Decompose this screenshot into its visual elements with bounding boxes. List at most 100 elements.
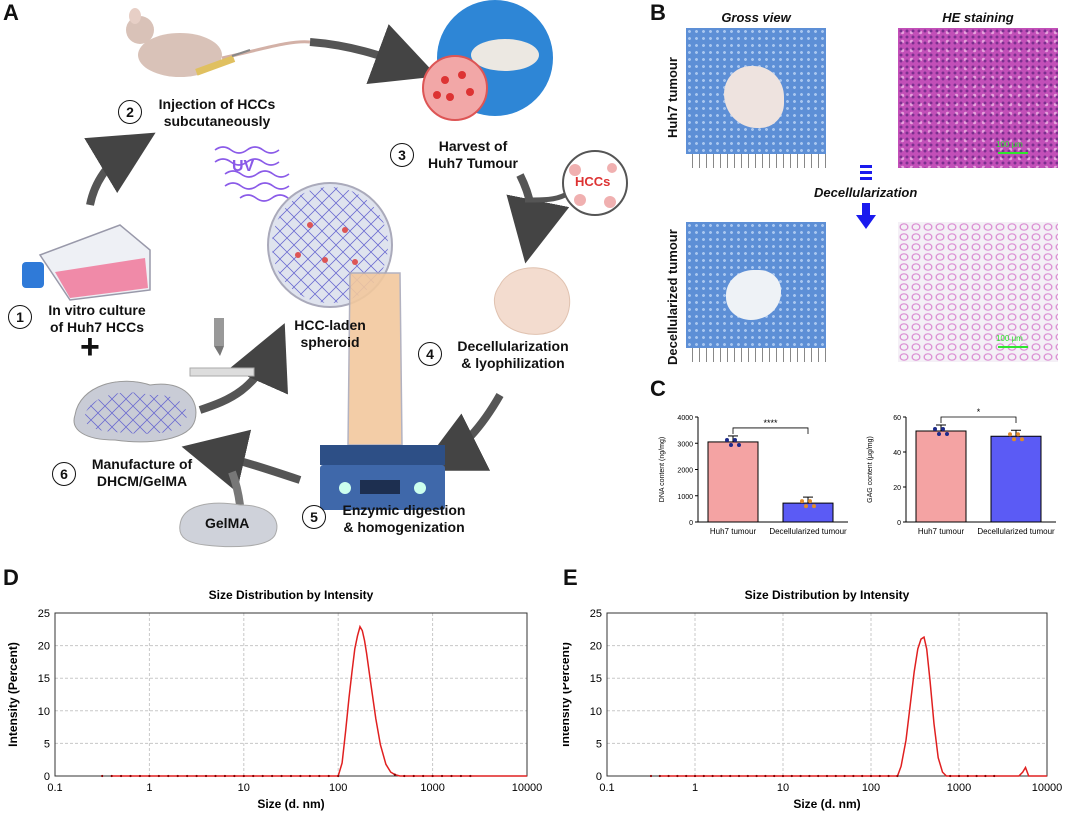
series-line [660, 635, 1047, 777]
y-tick-label: 0 [596, 771, 602, 783]
x-tick-label: 10000 [512, 782, 543, 794]
data-point [1020, 437, 1024, 442]
y-tick-label: 2000 [677, 468, 693, 475]
he-huh7-image: 100 μm [898, 28, 1058, 168]
data-marker [261, 774, 264, 778]
data-marker [817, 774, 820, 778]
data-marker [834, 774, 837, 778]
data-marker [148, 774, 151, 778]
step-6-label: Manufacture of DHCM/GelMA [91, 456, 193, 489]
scale-bar-label: 100 μm [996, 334, 1023, 343]
data-marker [393, 773, 396, 776]
data-marker [327, 774, 330, 778]
data-marker [242, 774, 245, 778]
data-point [729, 442, 733, 447]
x-tick-label: Decellularized tumour [977, 527, 1055, 536]
data-marker [720, 774, 723, 778]
y-tick-label: 25 [590, 608, 602, 620]
data-marker [186, 774, 189, 778]
gross-view-huh7-photo [686, 28, 826, 168]
data-marker [887, 774, 890, 778]
data-marker [975, 774, 978, 778]
data-marker [214, 774, 217, 778]
arrow-3-to-4 [506, 173, 570, 264]
gelma-blob-icon [179, 502, 278, 548]
he-decell-image: 100 μm [898, 222, 1058, 362]
arrow-6-to-spheroid [198, 323, 288, 414]
dhcm-gelma-blob-icon [73, 380, 197, 443]
data-marker [337, 774, 340, 778]
data-marker [896, 774, 899, 778]
data-marker [984, 774, 987, 778]
data-marker [422, 774, 425, 778]
data-marker [252, 774, 255, 778]
data-point [733, 437, 737, 442]
y-axis-label: DNA content (ng/mg) [659, 437, 666, 502]
significance-label: **** [763, 418, 778, 428]
bioprinter-icon [189, 318, 255, 377]
step-1-number: 1 [8, 305, 32, 329]
data-marker [431, 774, 434, 778]
y-tick-label: 5 [44, 738, 50, 750]
x-tick-label: 1000 [947, 782, 971, 794]
y-axis-label: Intensity (Percent) [563, 642, 572, 747]
step-4-label: Decellularization & lyophilization [457, 338, 569, 371]
data-marker [271, 774, 274, 778]
uv-waves-icon [214, 146, 305, 202]
data-point [941, 427, 945, 431]
step-6-number: 6 [52, 462, 76, 486]
data-marker [176, 774, 179, 778]
y-tick-label: 15 [590, 673, 602, 685]
data-marker [658, 774, 661, 778]
significance-label: * [977, 407, 981, 417]
y-tick-label: 4000 [677, 415, 693, 422]
data-marker [729, 774, 732, 778]
data-marker [129, 774, 132, 778]
step-5-label: Enzymic digestion & homogenization [342, 502, 466, 535]
x-tick-label: 1 [692, 782, 698, 794]
panel-label-b: B [650, 0, 666, 25]
data-marker [878, 774, 881, 778]
panel-label-d: D [3, 565, 19, 590]
y-tick-label: 3000 [677, 441, 693, 448]
decell-tumour-sample [726, 270, 781, 320]
data-marker [667, 774, 670, 778]
x-tick-label: 10000 [1032, 782, 1063, 794]
data-marker [993, 774, 996, 778]
data-marker [861, 774, 864, 778]
data-marker [764, 774, 767, 778]
data-marker [195, 774, 198, 778]
arrow-1-to-2 [84, 132, 156, 206]
decell-row-label: Decellularized tumour [665, 229, 680, 365]
plus-sign: + [80, 328, 100, 366]
significance-bracket [732, 427, 809, 434]
y-axis-label: Intensity (Percent) [6, 642, 20, 747]
decellularized-tissue-icon [493, 267, 571, 335]
bar [707, 441, 759, 523]
y-tick-label: 60 [893, 415, 901, 422]
hccs-label: HCCs [575, 174, 611, 189]
data-marker [693, 774, 697, 778]
bar [990, 435, 1042, 523]
data-marker [825, 774, 829, 778]
data-marker [299, 774, 302, 778]
step-3-label: Harvest of Huh7 Tumour [428, 138, 518, 171]
data-marker [843, 774, 846, 778]
y-tick-label: 0 [897, 520, 901, 527]
data-marker [808, 774, 811, 778]
x-tick-label: 100 [329, 782, 347, 794]
data-marker [711, 774, 714, 778]
data-marker [781, 774, 785, 778]
data-marker [773, 774, 776, 778]
data-point [800, 499, 804, 504]
gross-view-header: Gross view [721, 10, 791, 25]
x-tick-label: Decellularized tumour [769, 527, 847, 536]
data-marker [280, 774, 283, 778]
data-marker [746, 774, 749, 778]
y-tick-label: 20 [893, 485, 901, 492]
y-axis-label: GAG content (μg/mg) [867, 436, 874, 503]
scale-bar [998, 152, 1028, 154]
y-tick-label: 10 [590, 706, 602, 718]
